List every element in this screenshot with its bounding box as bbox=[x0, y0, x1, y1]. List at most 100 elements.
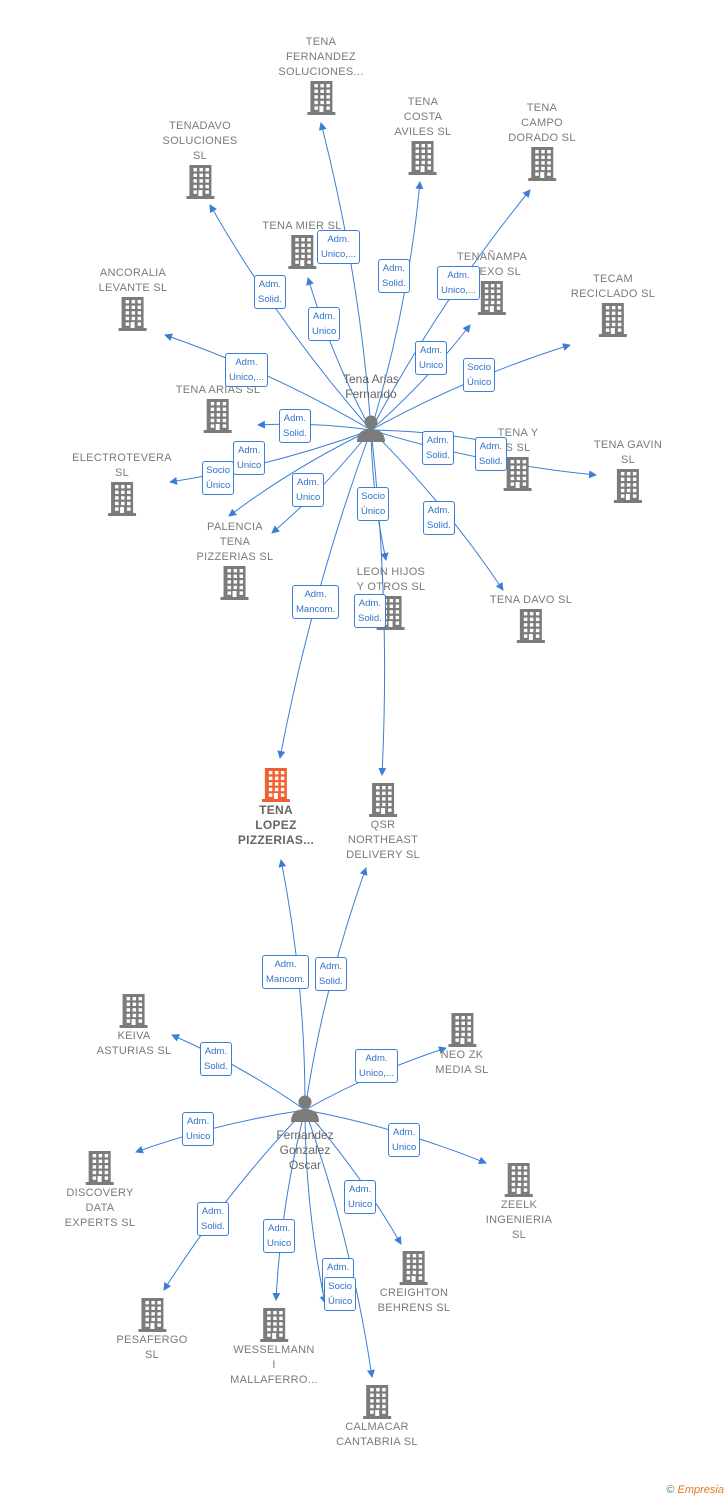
relation-text: Unico,... bbox=[441, 285, 476, 296]
relation-label-fernandez-gonzalez-to-wesselmann[interactable]: Adm. Unico bbox=[263, 1219, 296, 1253]
relation-label-fernandez-gonzalez-to-neo-zk[interactable]: Adm.Unico,... bbox=[355, 1049, 398, 1083]
edge-tena-arias-to-ancoralia bbox=[164, 333, 372, 431]
relation-label-fernandez-gonzalez-to-discovery[interactable]: Adm.Unico bbox=[182, 1112, 215, 1146]
company-name-line: SL bbox=[511, 1229, 527, 1241]
company-name-line: DATA bbox=[85, 1202, 115, 1214]
company-name: TENA DAVO SL bbox=[490, 593, 572, 608]
edge-tena-arias-to-tena-mier bbox=[306, 277, 372, 431]
company-name-line: TENAÑAMPA bbox=[456, 251, 528, 263]
relation-label-tena-arias-to-tena-arias-sl[interactable]: Adm.Solid. bbox=[279, 409, 311, 443]
relation-label-tena-arias-to-tena-mier[interactable]: Adm.Unico bbox=[308, 307, 341, 341]
relation-label-fernandez-gonzalez-to-zeelk[interactable]: Adm.Unico bbox=[388, 1123, 421, 1157]
relation-label-tena-arias-to-palencia[interactable]: Adm.Unico bbox=[292, 473, 325, 507]
relation-text: Adm. bbox=[426, 435, 449, 446]
relation-text: Adm. bbox=[204, 1046, 227, 1057]
company-name-line: CREIGHTON bbox=[379, 1287, 449, 1299]
edge-tena-arias-to-electrotevera bbox=[169, 429, 372, 485]
company-name-line: SL bbox=[192, 150, 208, 162]
relation-text: Adm. bbox=[327, 1262, 350, 1273]
edge-tena-arias-to-tenanampa bbox=[370, 324, 471, 431]
company-node-tena-mier[interactable]: TENA MIER SL bbox=[262, 219, 341, 270]
relation-label-fernandez-gonzalez-to-keiva[interactable]: Adm.Solid. bbox=[200, 1042, 232, 1076]
relation-text: Adm. bbox=[268, 1223, 291, 1234]
empresia-logo[interactable]: ©Empresia bbox=[666, 1484, 724, 1496]
building-icon bbox=[108, 482, 136, 516]
relation-label-fernandez-gonzalez-to-qsr[interactable]: Adm.Solid. bbox=[315, 957, 347, 991]
relation-text: Socio bbox=[206, 465, 231, 476]
company-name-line: DORADO SL bbox=[508, 132, 576, 144]
relation-text: Unico bbox=[312, 326, 337, 337]
relation-label-fernandez-gonzalez-to-tena-lopez[interactable]: Adm.Mancom. bbox=[262, 955, 310, 989]
company-node-tena-arias-sl[interactable]: TENA ARIAS SL bbox=[176, 383, 261, 434]
relation-label-tena-arias-to-tena-y[interactable]: Adm.Solid. bbox=[422, 431, 454, 465]
company-name-line: SL bbox=[114, 467, 130, 479]
relation-text: Adm. bbox=[382, 263, 405, 274]
company-node-tena-davo[interactable]: TENA DAVO SL bbox=[490, 593, 572, 644]
relation-label-tena-arias-to-tenanampa[interactable]: Adm.Unico,... bbox=[437, 266, 480, 300]
relation-label-tena-arias-to-tena-gavin[interactable]: Adm.Solid. bbox=[475, 437, 507, 471]
person-icon-fernandez-gonzalez[interactable] bbox=[291, 1095, 319, 1123]
relation-label-tena-arias-to-tena-lopez[interactable]: Adm.Mancom. bbox=[292, 585, 340, 619]
relation-label-fernandez-gonzalez-to-pesafergo[interactable]: Adm.Solid. bbox=[197, 1202, 229, 1236]
building-icon bbox=[306, 81, 335, 115]
relation-text: Solid. bbox=[479, 456, 503, 467]
relation-text: Socio bbox=[467, 362, 492, 373]
edge-tena-arias-to-palencia bbox=[271, 429, 372, 534]
relation-label-tena-arias-to-tenadavo[interactable]: Adm.Solid. bbox=[254, 275, 286, 309]
relation-text: Unico bbox=[419, 360, 444, 371]
company-name-line: LEON HIJOS bbox=[356, 566, 426, 578]
relation-text: Solid. bbox=[283, 428, 307, 439]
company-node-tena-gavin[interactable]: TENA GAVIN SL bbox=[594, 438, 662, 504]
edge-fernandez-gonzalez-to-discovery bbox=[135, 1109, 306, 1154]
relation-label-tena-arias-to-electrotevera[interactable]: Adm.Unico bbox=[233, 441, 266, 475]
building-icon bbox=[363, 1385, 391, 1419]
person-icon-tena-arias[interactable] bbox=[357, 415, 385, 443]
company-name-line: TENA GAVIN bbox=[593, 439, 663, 451]
company-node-tena-y[interactable]: TENA Y S SL bbox=[498, 426, 539, 492]
relation-label-tena-arias-to-tena-fernandez[interactable]: Adm.Unico,... bbox=[317, 230, 360, 264]
building-icon bbox=[399, 1251, 428, 1285]
relation-label-fernandez-gonzalez-to-creighton[interactable]: Adm.Unico bbox=[344, 1180, 377, 1214]
company-name-line: SL bbox=[620, 454, 636, 466]
relation-label-tena-arias-to-tena-davo[interactable]: Adm.Solid. bbox=[423, 501, 455, 535]
company-name-line: SOLUCIONES bbox=[162, 135, 238, 147]
relation-label-tena-arias-to-qsr[interactable]: Adm.Solid. bbox=[354, 594, 386, 628]
company-name-line: MALLAFERRO... bbox=[230, 1374, 318, 1386]
relation-label-tena-arias-to-ancoralia[interactable]: Adm.Unico,... bbox=[225, 353, 268, 387]
edge-fernandez-gonzalez-to-keiva bbox=[171, 1034, 306, 1111]
company-name-line: S SL bbox=[505, 442, 531, 454]
company-name-line: TENA Y bbox=[497, 427, 539, 439]
company-name-line: INGENIERIA bbox=[485, 1214, 553, 1226]
relation-label-tena-arias-to-tena-costa[interactable]: Adm.Solid. bbox=[378, 259, 410, 293]
relation-text: Solid. bbox=[258, 294, 282, 305]
building-icon bbox=[185, 165, 214, 199]
relation-text: Unico bbox=[267, 1238, 292, 1249]
relation-label-tena-arias-to-tena-campo[interactable]: Adm.Unico bbox=[415, 341, 448, 375]
